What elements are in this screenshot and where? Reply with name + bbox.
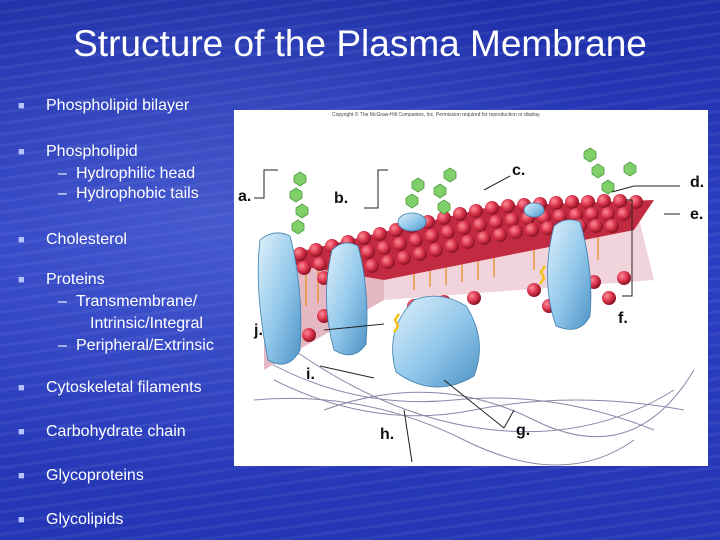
- sub-bullet-text: Intrinsic/Integral: [90, 315, 203, 332]
- label-a: a.: [238, 188, 252, 205]
- bullet-text: Proteins: [46, 271, 105, 288]
- label-h: h.: [380, 426, 395, 443]
- sub-bullet-text: Hydrophobic tails: [76, 185, 199, 202]
- bullet-text: Phospholipid bilayer: [46, 97, 190, 114]
- label-i: i.: [306, 366, 315, 383]
- membrane-figure: Copyright © The McGraw-Hill Companies, I…: [234, 110, 708, 466]
- label-e: e.: [690, 206, 704, 223]
- bullet-text: Cholesterol: [46, 231, 127, 248]
- bullet-text: Cytoskeletal filaments: [46, 379, 202, 396]
- bullet-text: Carbohydrate chain: [46, 423, 186, 440]
- square-bullet-icon: ■: [18, 234, 25, 246]
- sub-bullet-item: –Hydrophobic tails: [58, 185, 199, 202]
- bullet-text: Glycolipids: [46, 511, 124, 528]
- sub-bullet-item: –Hydrophilic head: [58, 165, 196, 182]
- sub-bullet-text: Peripheral/Extrinsic: [76, 337, 214, 354]
- square-bullet-icon: ■: [18, 146, 25, 158]
- slide-title: Structure of the Plasma Membrane: [73, 23, 647, 64]
- bullet-text: Glycoproteins: [46, 467, 144, 484]
- cholesterol: [392, 265, 547, 333]
- bullet-text: Phospholipid: [46, 143, 138, 160]
- square-bullet-icon: ■: [18, 100, 25, 112]
- label-c: c.: [512, 162, 526, 179]
- carbohydrate-chains: [289, 147, 637, 235]
- membrane-proteins: [257, 202, 592, 388]
- sub-bullet-item: Intrinsic/Integral: [90, 314, 203, 334]
- label-d: d.: [690, 174, 705, 191]
- square-bullet-icon: ■: [18, 514, 25, 526]
- label-f: f.: [618, 310, 628, 327]
- leader-lines: [254, 169, 680, 463]
- square-bullet-icon: ■: [18, 382, 25, 394]
- copyright-notice: Copyright © The McGraw-Hill Companies, I…: [332, 112, 541, 118]
- sub-bullet-text: Hydrophilic head: [76, 165, 196, 182]
- cytoskeletal-filaments: [253, 349, 695, 466]
- membrane-illustration: [253, 147, 695, 466]
- sub-bullet-item: –Transmembrane/: [58, 293, 198, 310]
- label-g: g.: [516, 422, 531, 439]
- sub-bullet-text: Transmembrane/: [76, 293, 198, 310]
- label-j: j.: [254, 322, 263, 339]
- sub-bullet-item: –Peripheral/Extrinsic: [58, 337, 214, 354]
- square-bullet-icon: ■: [18, 426, 25, 438]
- square-bullet-icon: ■: [18, 274, 25, 286]
- square-bullet-icon: ■: [18, 470, 25, 482]
- label-b: b.: [334, 190, 349, 207]
